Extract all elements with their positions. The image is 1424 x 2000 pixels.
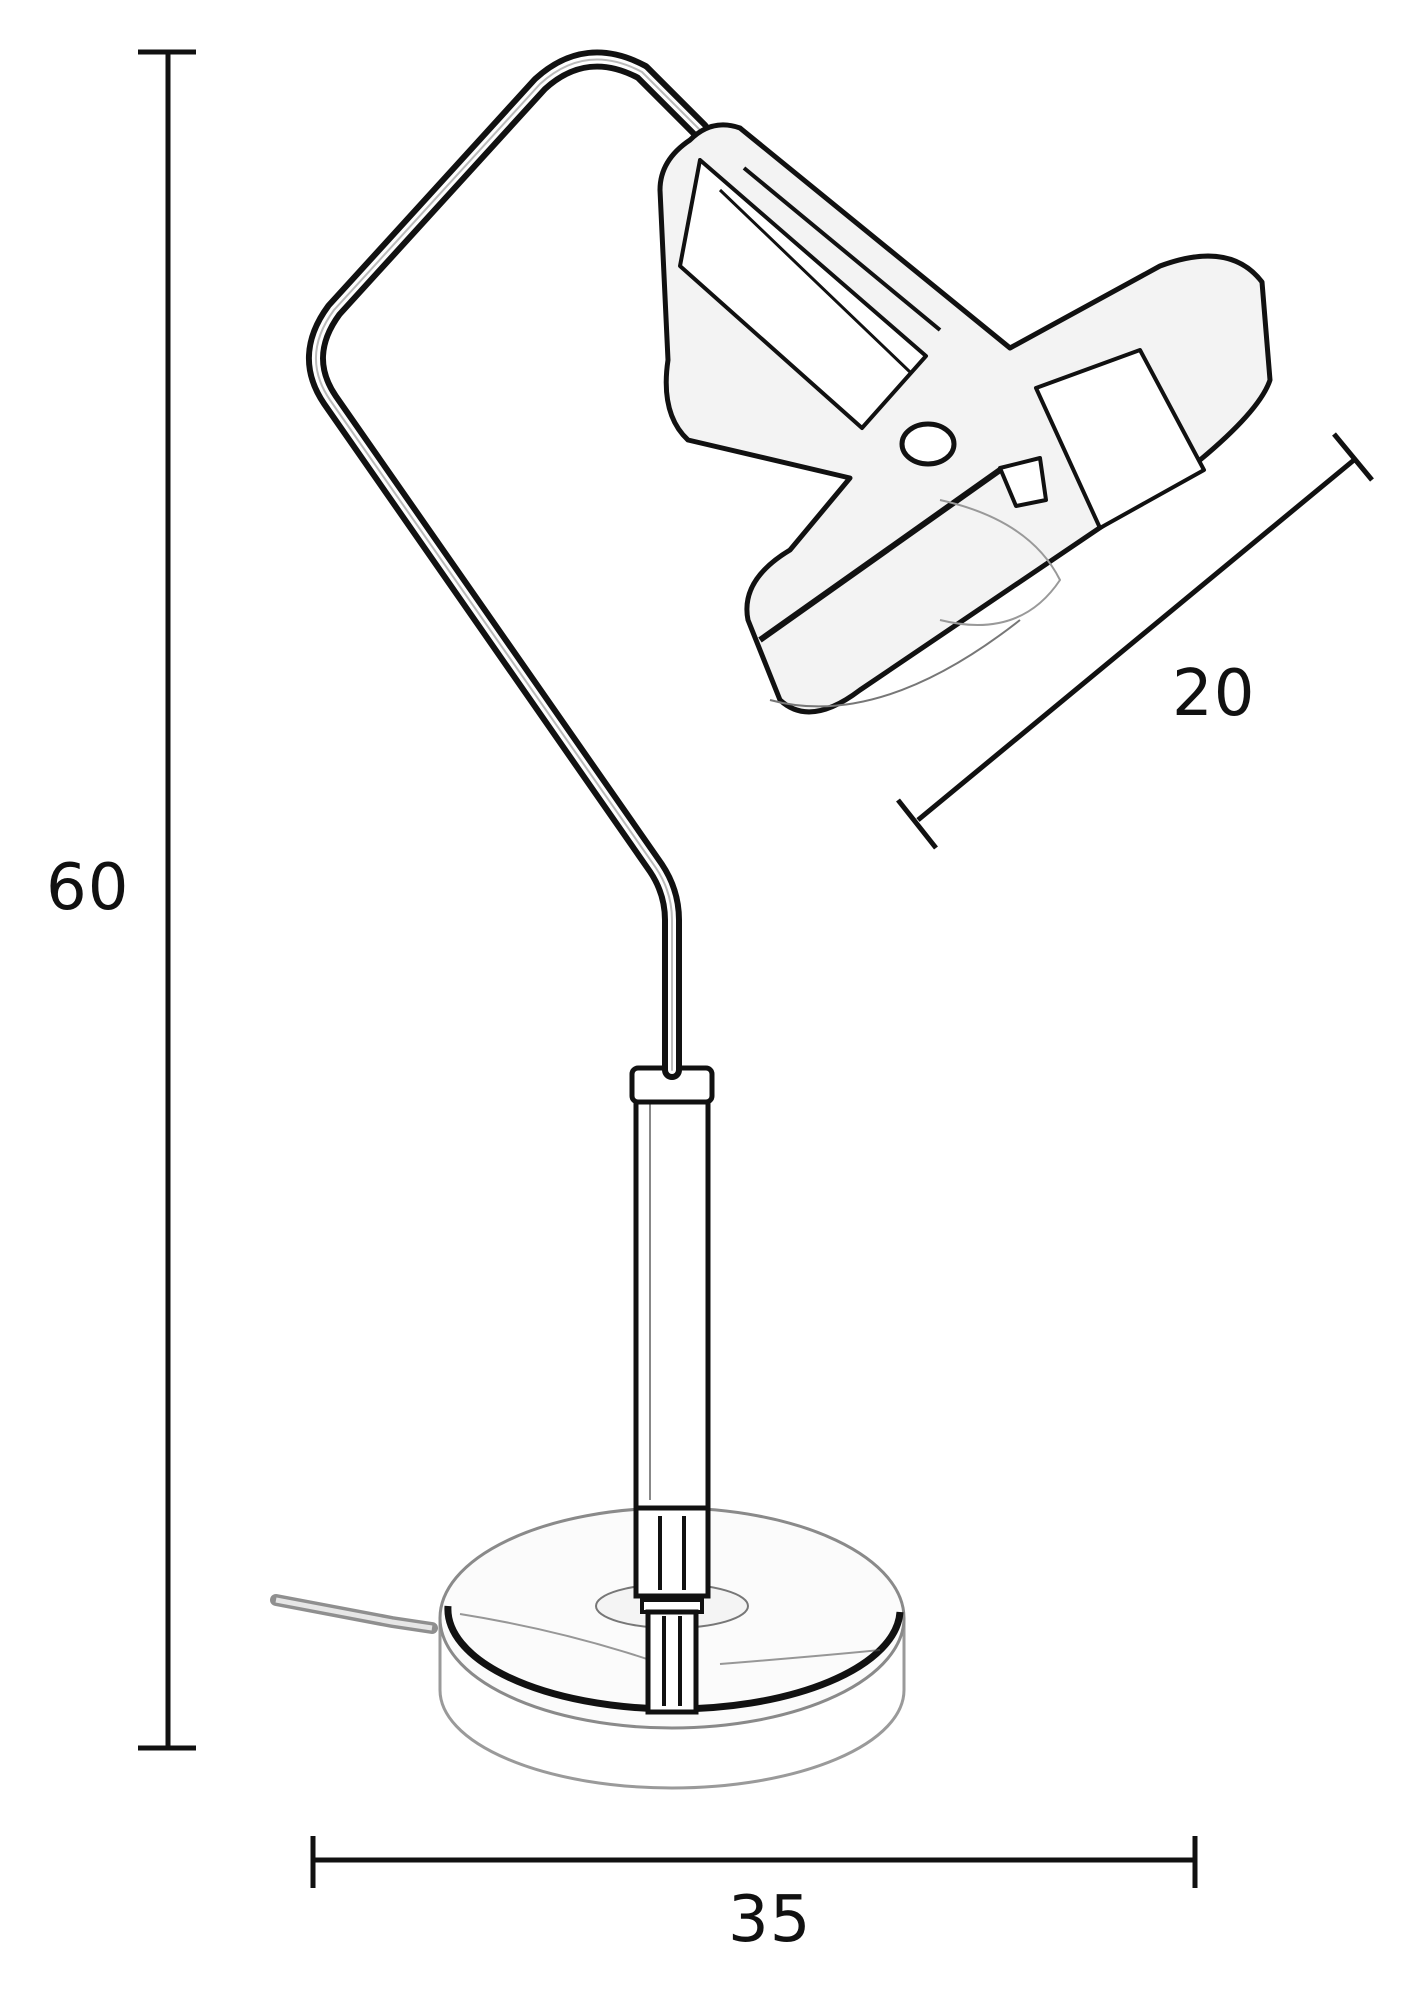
- width-dimension-label: 35: [728, 1883, 812, 1957]
- power-cord: [270, 1594, 438, 1634]
- lamp-arm: [305, 49, 710, 1080]
- height-dimension-line: [138, 49, 196, 1751]
- shade-dimension-label: 20: [1172, 657, 1256, 731]
- width-dimension-line: [310, 1836, 1198, 1888]
- height-dimension-label: 60: [46, 851, 130, 925]
- shade-dimension-line: [896, 432, 1374, 850]
- lamp-shade: [657, 122, 1273, 715]
